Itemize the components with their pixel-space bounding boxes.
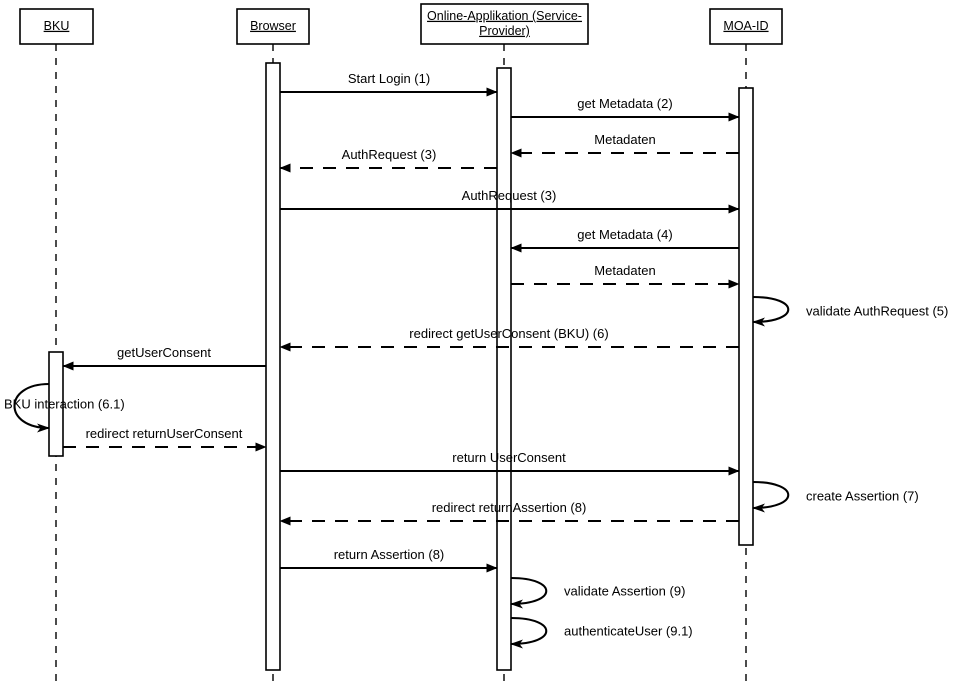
message-label-m11: return UserConsent bbox=[452, 450, 566, 465]
self-message-s3[interactable]: create Assertion (7) bbox=[752, 480, 919, 513]
lifeline-label-online-applikation: Online-Applikation (Service- bbox=[427, 9, 582, 23]
message-label-m13: return Assertion (8) bbox=[334, 547, 445, 562]
message-label-m7: Metadaten bbox=[594, 263, 655, 278]
message-m1[interactable]: Start Login (1) bbox=[280, 71, 498, 97]
self-message-s5[interactable]: authenticateUser (9.1) bbox=[510, 616, 693, 649]
message-label-m10: redirect returnUserConsent bbox=[86, 426, 243, 441]
lifeline-moa-id[interactable]: MOA-ID bbox=[709, 8, 783, 682]
message-m2[interactable]: get Metadata (2) bbox=[511, 96, 740, 122]
message-m12[interactable]: redirect returnAssertion (8) bbox=[279, 500, 739, 526]
self-messages-layer: validate AuthRequest (5) BKU interaction … bbox=[4, 295, 948, 649]
self-message-label-s5: authenticateUser (9.1) bbox=[564, 623, 693, 638]
lifeline-label-online-applikation: Provider) bbox=[479, 24, 530, 38]
message-label-m5: AuthRequest (3) bbox=[462, 188, 557, 203]
activation-bar-browser[interactable] bbox=[265, 62, 281, 671]
message-m9[interactable]: getUserConsent bbox=[62, 345, 266, 371]
lifeline-box-browser[interactable] bbox=[236, 8, 310, 45]
lifelines-layer: BKU Browser Online-Applikation (Service-Pr… bbox=[19, 3, 783, 682]
message-m4[interactable]: AuthRequest (3) bbox=[279, 147, 497, 173]
lifeline-box-moa-id[interactable] bbox=[709, 8, 783, 45]
self-message-arrow-s2 bbox=[13, 382, 50, 433]
self-message-label-s2: BKU interaction (6.1) bbox=[4, 396, 125, 411]
messages-layer: Start Login (1) get Metadata (2) Metadaten… bbox=[62, 71, 740, 573]
lifeline-box-bku[interactable] bbox=[19, 8, 94, 45]
message-m11[interactable]: return UserConsent bbox=[280, 450, 740, 476]
message-label-m4: AuthRequest (3) bbox=[342, 147, 437, 162]
lifeline-label-browser: Browser bbox=[250, 19, 296, 33]
message-label-m6: get Metadata (4) bbox=[577, 227, 672, 242]
message-m5[interactable]: AuthRequest (3) bbox=[280, 188, 740, 214]
self-message-arrow-s1 bbox=[752, 295, 790, 327]
lifeline-online-applikation[interactable]: Online-Applikation (Service-Provider) bbox=[420, 3, 589, 682]
lifeline-browser[interactable]: Browser bbox=[236, 8, 310, 682]
lifeline-label-moa-id: MOA-ID bbox=[723, 19, 768, 33]
self-message-s2[interactable]: BKU interaction (6.1) bbox=[4, 382, 125, 433]
self-message-label-s1: validate AuthRequest (5) bbox=[806, 303, 948, 318]
message-label-m3: Metadaten bbox=[594, 132, 655, 147]
self-message-arrow-s3 bbox=[752, 480, 790, 513]
message-m3[interactable]: Metadaten bbox=[510, 132, 739, 158]
message-label-m9: getUserConsent bbox=[117, 345, 211, 360]
self-message-label-s3: create Assertion (7) bbox=[806, 488, 919, 503]
self-message-arrow-s4 bbox=[510, 576, 548, 609]
activation-bar-online-applikation[interactable] bbox=[496, 67, 512, 671]
self-message-arrow-s5 bbox=[510, 616, 548, 649]
message-m13[interactable]: return Assertion (8) bbox=[280, 547, 498, 573]
activation-bar-bku[interactable] bbox=[48, 351, 64, 457]
lifeline-box-online-applikation[interactable] bbox=[420, 3, 589, 45]
self-message-s4[interactable]: validate Assertion (9) bbox=[510, 576, 685, 609]
lifeline-bku[interactable]: BKU bbox=[19, 8, 94, 682]
message-label-m12: redirect returnAssertion (8) bbox=[432, 500, 587, 515]
self-message-label-s4: validate Assertion (9) bbox=[564, 583, 685, 598]
message-m10[interactable]: redirect returnUserConsent bbox=[63, 426, 267, 452]
message-label-m2: get Metadata (2) bbox=[577, 96, 672, 111]
message-label-m1: Start Login (1) bbox=[348, 71, 430, 86]
lifeline-label-bku: BKU bbox=[44, 19, 70, 33]
message-m8[interactable]: redirect getUserConsent (BKU) (6) bbox=[279, 326, 739, 352]
message-label-m8: redirect getUserConsent (BKU) (6) bbox=[409, 326, 608, 341]
self-message-s1[interactable]: validate AuthRequest (5) bbox=[752, 295, 948, 327]
activation-bar-moa-id[interactable] bbox=[738, 87, 754, 546]
message-m7[interactable]: Metadaten bbox=[511, 263, 740, 289]
message-m6[interactable]: get Metadata (4) bbox=[510, 227, 739, 253]
